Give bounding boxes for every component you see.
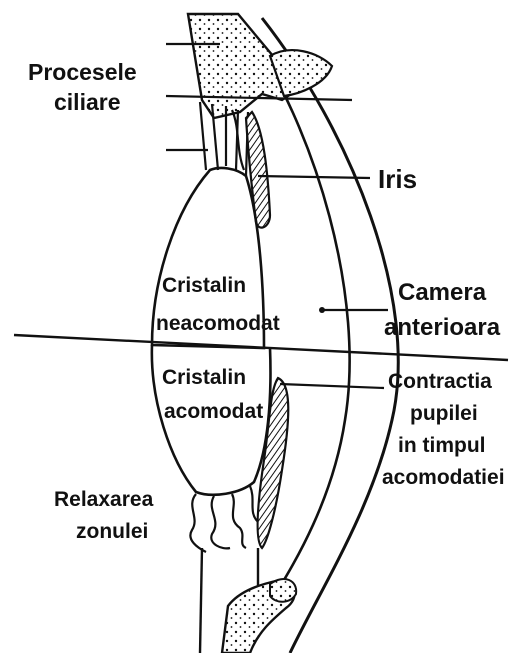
label-contractia-line3: in timpul xyxy=(398,434,486,457)
relaxed-zonule xyxy=(190,486,258,552)
label-contractia-line1: Contractia xyxy=(388,370,492,393)
camera-pointer-dot xyxy=(319,307,325,313)
wall-left xyxy=(200,548,202,653)
label-camera-line2: anterioara xyxy=(384,314,501,341)
cornea-outer xyxy=(262,18,398,653)
label-cristalin-acomodat-line1: Cristalin xyxy=(162,366,246,389)
label-relaxarea-line1: Relaxarea xyxy=(54,488,154,511)
sclera-bottom-tip xyxy=(270,579,296,602)
label-procesele-line1: Procesele xyxy=(28,59,137,85)
label-cristalin-neacomodat-line2: neacomodat xyxy=(156,312,280,335)
label-cristalin-neacomodat-line1: Cristalin xyxy=(162,274,246,297)
label-relaxarea-line2: zonulei xyxy=(76,520,148,543)
label-contractia-line2: pupilei xyxy=(410,402,478,425)
iris-upper xyxy=(246,112,270,228)
label-cristalin-acomodat-line2: acomodat xyxy=(164,400,263,423)
label-camera-line1: Camera xyxy=(398,279,487,306)
label-iris: Iris xyxy=(378,164,417,194)
label-contractia-line4: acomodatiei xyxy=(382,466,505,489)
label-procesele-line2: ciliare xyxy=(54,89,121,115)
